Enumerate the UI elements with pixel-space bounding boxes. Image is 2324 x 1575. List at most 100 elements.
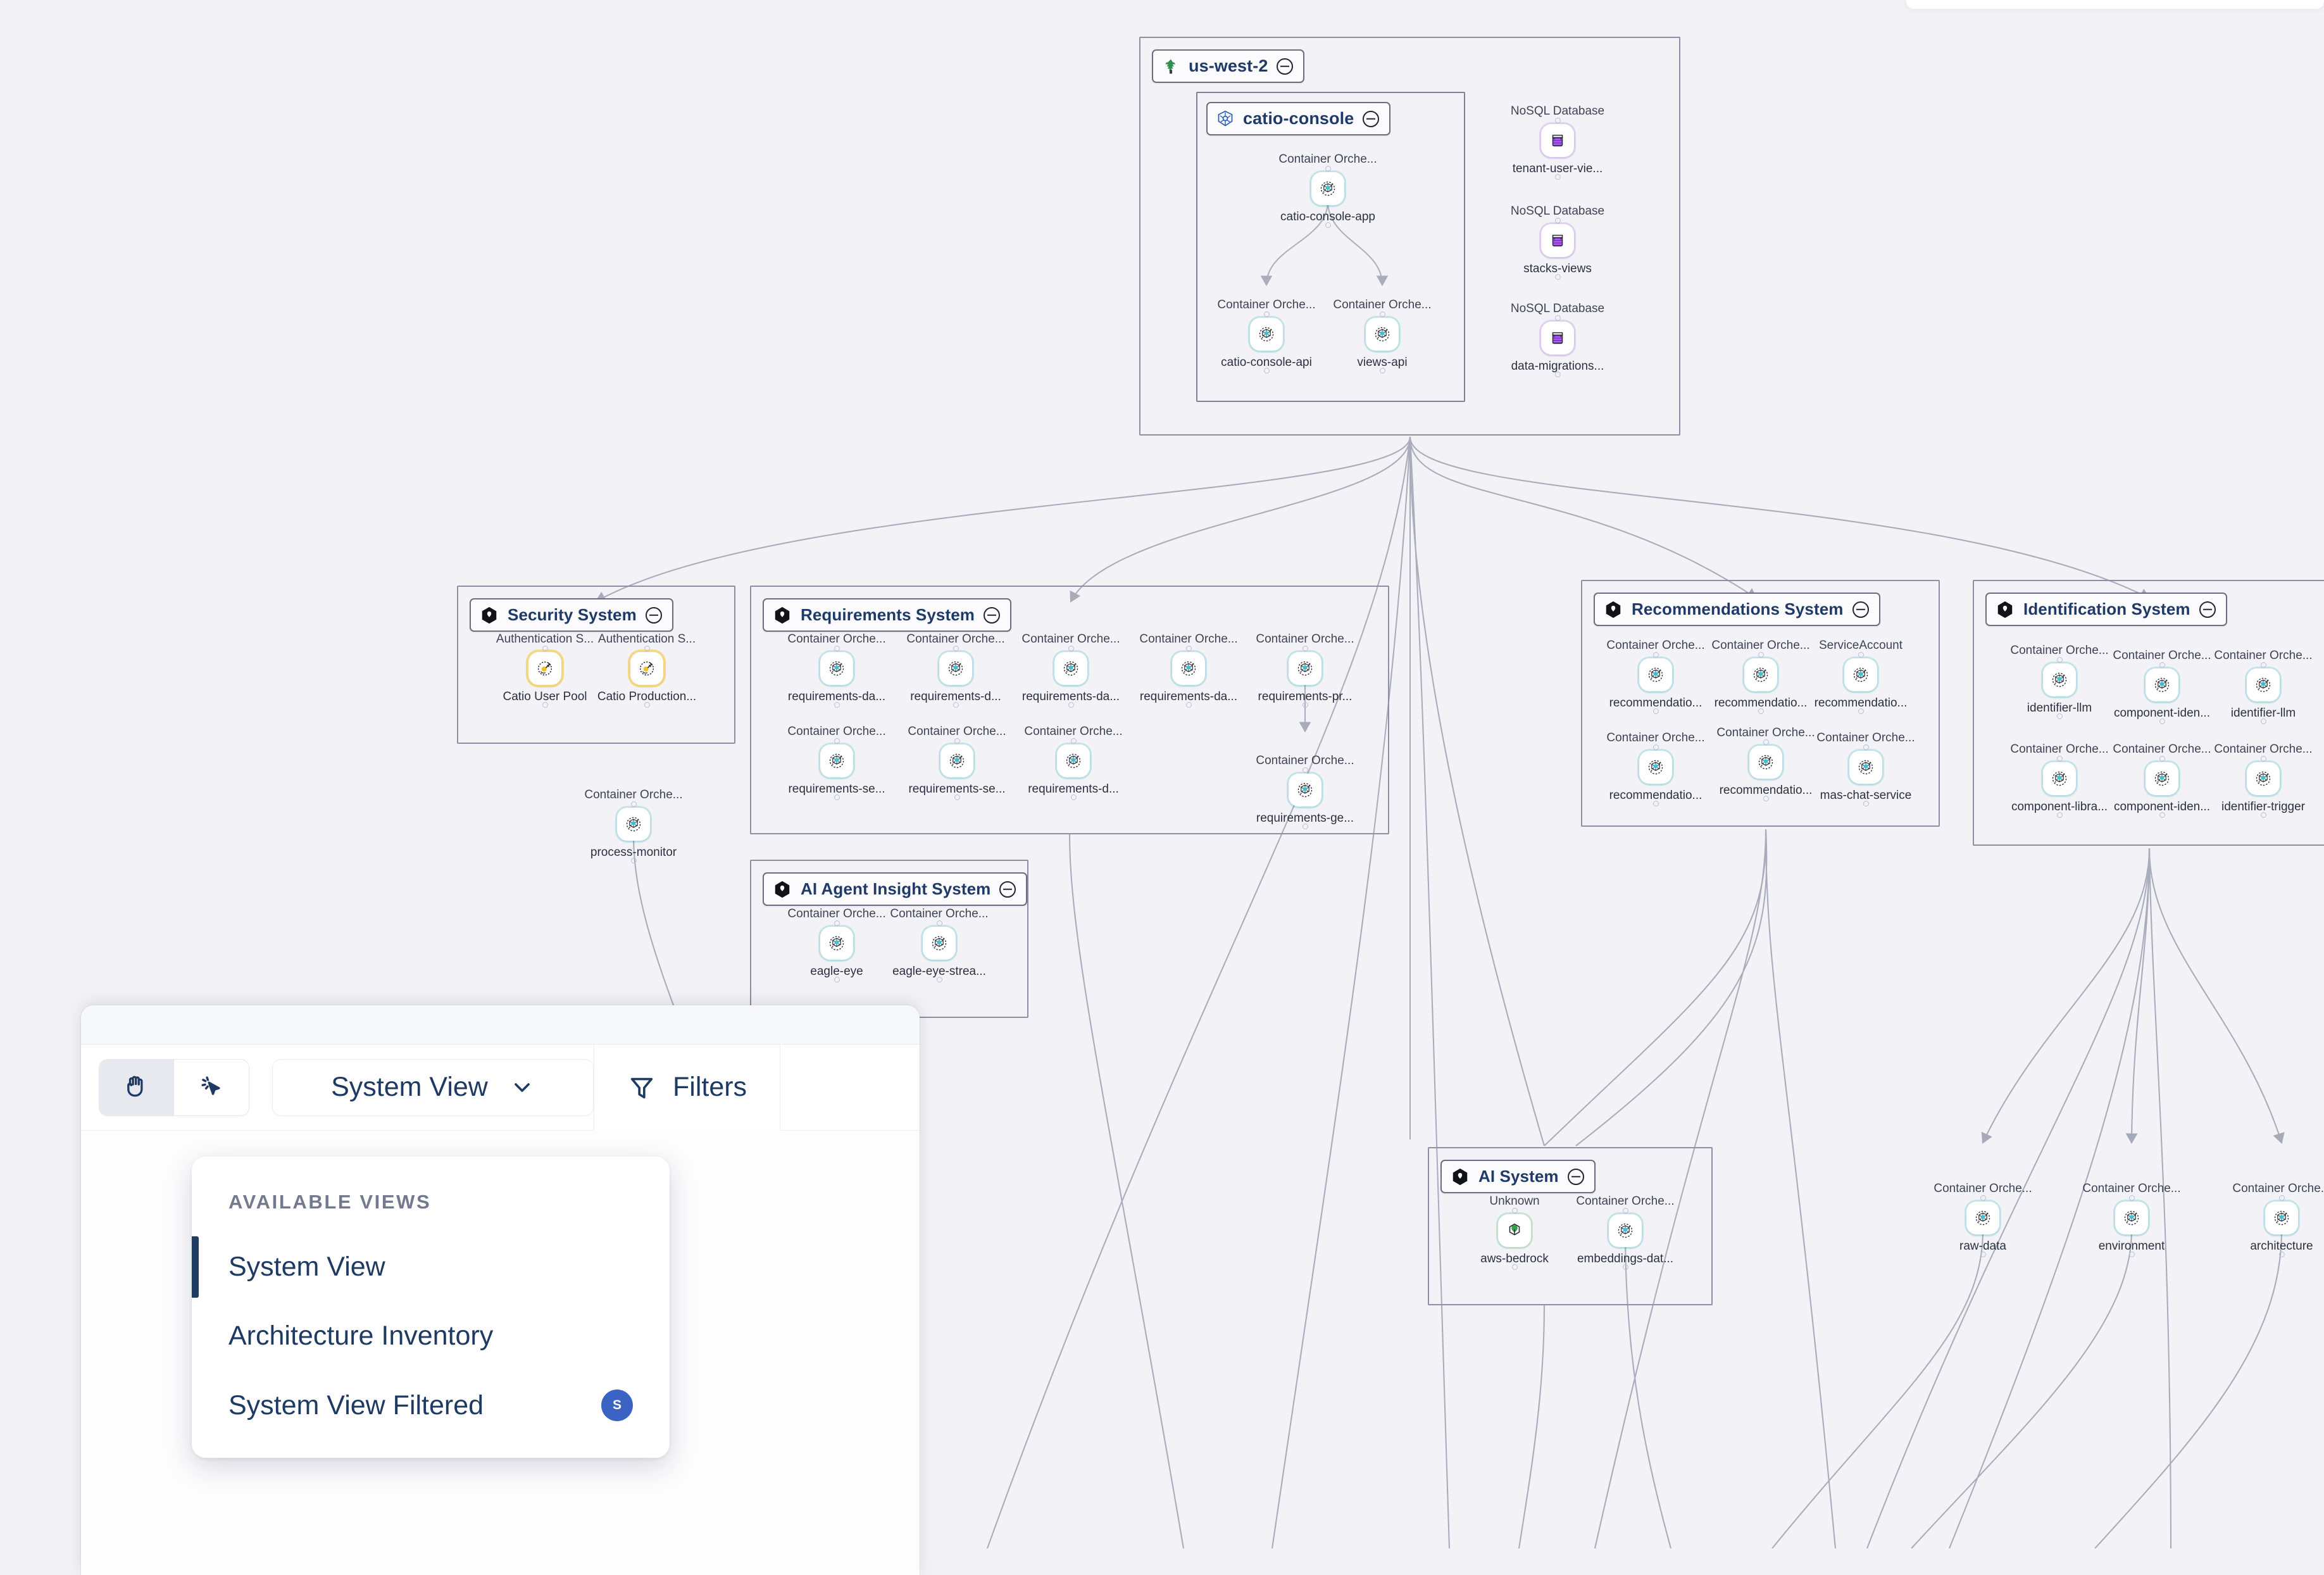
group-header-identification-system[interactable]: Identification System bbox=[1985, 593, 2227, 626]
view-select-button[interactable]: System View bbox=[272, 1059, 594, 1116]
view-option-system-view-filtered[interactable]: System View Filtered S bbox=[192, 1371, 670, 1440]
node-port-bottom[interactable] bbox=[2159, 718, 2165, 724]
filters-button[interactable]: Filters bbox=[594, 1045, 780, 1131]
node-port-top[interactable] bbox=[2057, 657, 2063, 663]
collapse-minus-icon[interactable] bbox=[1277, 58, 1293, 75]
node-port-bottom[interactable] bbox=[834, 977, 840, 982]
diagram-node-raw-data[interactable]: Container Orche...raw-data bbox=[1920, 1183, 2046, 1253]
diagram-node-requirements-d-2[interactable]: Container Orche...requirements-d... bbox=[892, 633, 1019, 704]
group-header-ai-system[interactable]: AI System bbox=[1440, 1160, 1596, 1193]
node-port-bottom[interactable] bbox=[2129, 1252, 2135, 1257]
collapse-minus-icon[interactable] bbox=[999, 881, 1016, 898]
diagram-node-recommendatio-4[interactable]: Container Orche...recommendatio... bbox=[1592, 732, 1719, 803]
node-port-bottom[interactable] bbox=[1512, 1264, 1518, 1270]
diagram-node-identifier-trigger[interactable]: Container Orche...identifier-trigger bbox=[2200, 743, 2324, 814]
diagram-node-requirements-da-1[interactable]: Container Orche...requirements-da... bbox=[773, 633, 900, 704]
node-port-top[interactable] bbox=[2261, 756, 2266, 762]
node-port-top[interactable] bbox=[2261, 662, 2266, 668]
node-port-bottom[interactable] bbox=[2279, 1252, 2285, 1257]
node-port-top[interactable] bbox=[1068, 646, 1074, 651]
collapse-minus-icon[interactable] bbox=[1568, 1169, 1584, 1185]
node-port-bottom[interactable] bbox=[1186, 702, 1192, 708]
node-port-bottom[interactable] bbox=[2261, 718, 2266, 724]
node-port-top[interactable] bbox=[1325, 166, 1331, 172]
node-port-top[interactable] bbox=[2159, 662, 2165, 668]
node-port-top[interactable] bbox=[2057, 756, 2063, 762]
diagram-node-identifier-lm-3[interactable]: Container Orche...identifier-llm bbox=[2200, 649, 2324, 720]
diagram-node-requirements-da-4[interactable]: Container Orche...requirements-da... bbox=[1125, 633, 1252, 704]
node-port-top[interactable] bbox=[1380, 311, 1385, 317]
node-port-top[interactable] bbox=[834, 920, 840, 926]
node-port-top[interactable] bbox=[1186, 646, 1192, 651]
diagram-node-catio-production[interactable]: Authentication S...Catio Production... bbox=[584, 633, 710, 704]
group-header-us-west-2[interactable]: us-west-2 bbox=[1152, 49, 1304, 83]
node-port-top[interactable] bbox=[1264, 311, 1270, 317]
node-port-bottom[interactable] bbox=[1555, 274, 1561, 280]
node-port-top[interactable] bbox=[1763, 739, 1769, 745]
group-header-security-system[interactable]: Security System bbox=[470, 598, 673, 632]
node-port-bottom[interactable] bbox=[1763, 796, 1769, 801]
node-port-bottom[interactable] bbox=[1623, 1264, 1628, 1270]
diagram-node-requirements-pr-5[interactable]: Container Orche...requirements-pr... bbox=[1242, 633, 1368, 704]
node-port-bottom[interactable] bbox=[1758, 708, 1764, 714]
node-port-bottom[interactable] bbox=[1380, 368, 1385, 373]
node-port-bottom[interactable] bbox=[1068, 702, 1074, 708]
node-port-top[interactable] bbox=[1555, 218, 1561, 223]
collapse-minus-icon[interactable] bbox=[2199, 601, 2216, 618]
node-port-top[interactable] bbox=[1623, 1208, 1628, 1214]
node-port-top[interactable] bbox=[1303, 767, 1308, 773]
node-port-top[interactable] bbox=[1555, 315, 1561, 321]
node-port-top[interactable] bbox=[2159, 756, 2165, 762]
node-port-top[interactable] bbox=[631, 801, 637, 807]
node-port-bottom[interactable] bbox=[644, 702, 650, 708]
diagram-node-eagle-eye-strea[interactable]: Container Orche...eagle-eye-strea... bbox=[876, 908, 1003, 979]
node-port-top[interactable] bbox=[1863, 744, 1869, 750]
node-port-bottom[interactable] bbox=[834, 794, 840, 800]
node-port-top[interactable] bbox=[1512, 1208, 1518, 1214]
collapse-minus-icon[interactable] bbox=[646, 607, 662, 624]
node-port-top[interactable] bbox=[2129, 1195, 2135, 1201]
node-port-bottom[interactable] bbox=[1980, 1252, 1986, 1257]
node-port-bottom[interactable] bbox=[1858, 708, 1864, 714]
node-port-bottom[interactable] bbox=[834, 702, 840, 708]
group-header-ai-agent-insight-system[interactable]: AI Agent Insight System bbox=[763, 872, 1027, 906]
diagram-node-requirements-se-7[interactable]: Container Orche...requirements-se... bbox=[894, 725, 1020, 796]
node-port-top[interactable] bbox=[834, 646, 840, 651]
node-port-bottom[interactable] bbox=[542, 702, 548, 708]
select-tool-button[interactable] bbox=[174, 1060, 249, 1115]
node-port-bottom[interactable] bbox=[1555, 174, 1561, 180]
node-port-bottom[interactable] bbox=[631, 858, 637, 863]
node-port-bottom[interactable] bbox=[2057, 713, 2063, 719]
collapse-minus-icon[interactable] bbox=[1363, 111, 1379, 127]
diagram-node-requirements-se-6[interactable]: Container Orche...requirements-se... bbox=[773, 725, 900, 796]
group-header-requirements-system[interactable]: Requirements System bbox=[763, 598, 1011, 632]
view-option-architecture-inventory[interactable]: Architecture Inventory bbox=[192, 1302, 670, 1371]
node-port-top[interactable] bbox=[1303, 646, 1308, 651]
node-port-bottom[interactable] bbox=[2159, 812, 2165, 818]
node-port-bottom[interactable] bbox=[2057, 812, 2063, 818]
diagram-node-environment[interactable]: Container Orche...environment bbox=[2068, 1183, 2195, 1253]
node-port-bottom[interactable] bbox=[954, 794, 960, 800]
tool-mode-segmented-control[interactable] bbox=[99, 1059, 249, 1116]
node-port-top[interactable] bbox=[953, 646, 959, 651]
diagram-node-catio-console-app[interactable]: Container Orche...catio-console-app bbox=[1265, 153, 1391, 224]
node-port-bottom[interactable] bbox=[953, 702, 959, 708]
node-port-bottom[interactable] bbox=[1071, 794, 1077, 800]
node-port-top[interactable] bbox=[1555, 118, 1561, 123]
node-port-top[interactable] bbox=[1758, 652, 1764, 658]
node-port-top[interactable] bbox=[644, 646, 650, 651]
node-port-bottom[interactable] bbox=[1325, 222, 1331, 228]
node-port-top[interactable] bbox=[1071, 738, 1077, 744]
node-port-top[interactable] bbox=[2279, 1195, 2285, 1201]
node-port-top[interactable] bbox=[1980, 1195, 1986, 1201]
node-port-top[interactable] bbox=[937, 920, 942, 926]
diagram-node-process-monitor[interactable]: Container Orche...process-monitor bbox=[570, 789, 697, 860]
pan-tool-button[interactable] bbox=[99, 1060, 174, 1115]
collapse-minus-icon[interactable] bbox=[1852, 601, 1869, 618]
